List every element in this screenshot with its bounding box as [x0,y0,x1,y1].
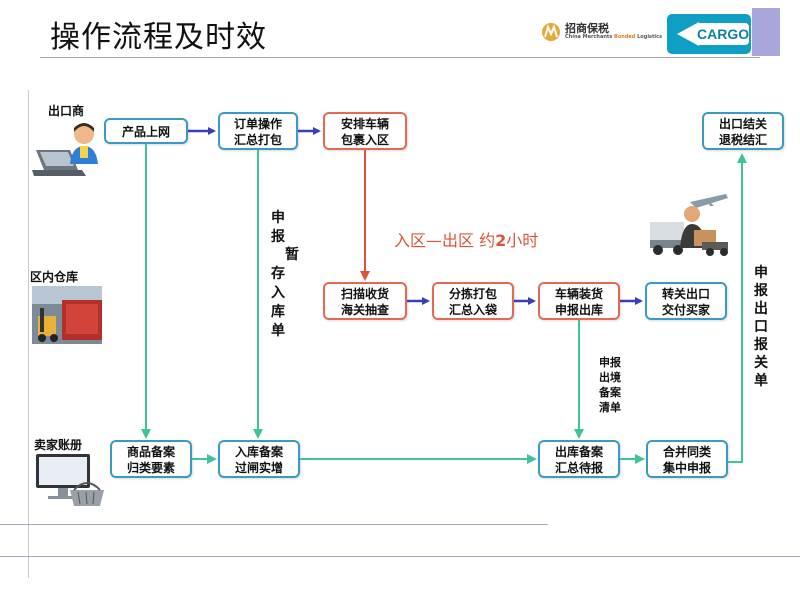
lane-label-exporter: 出口商 [48,104,85,118]
label-temp-storage-1: 申 报 [271,210,285,245]
corner-decoration [752,8,780,56]
label-export-declaration: 申 报 出 口 报 关 单 [754,265,768,389]
exporter-laptop-user-icon [32,120,102,180]
node-transfer-export: 转关出口交付买家 [645,282,727,320]
node-merge-declare: 合并同类集中申报 [646,440,728,478]
chevron-left-icon [677,22,699,46]
label-temp-storage-4: 入 库 单 [271,285,285,339]
node-export-clearance: 出口结关退税结汇 [702,112,784,150]
left-margin-rule [28,90,29,578]
arrow-merge-to-clearance [728,153,747,463]
label-temp-storage-3: 存 [271,266,285,282]
delivery-courier-icon [650,192,730,262]
label-zone-transit-time: 入区—出区 约2小时 [394,231,539,250]
node-sort-pack: 分拣打包汇总入袋 [432,282,514,320]
node-arrange-vehicle: 安排车辆包裹入区 [323,112,407,150]
lane-label-warehouse: 区内仓库 [30,270,79,284]
label-temp-storage-2: 暂 [285,247,299,263]
cargo-logo: CARGO [667,14,751,54]
lane-label-seller: 卖家账册 [34,438,83,452]
node-product-online: 产品上网 [104,118,188,144]
logo-english-name: China Merchants Bonded Logistics [565,34,663,40]
node-scan-receive: 扫描收货海关抽查 [323,282,407,320]
footer-divider [0,556,800,557]
china-merchants-logo-icon [542,23,560,41]
label-outbound-list: 申报 出境 备案 清单 [599,356,621,414]
bottom-divider [0,524,548,525]
node-order-operation: 订单操作汇总打包 [218,112,298,150]
china-merchants-logo: 招商保税 China Merchants Bonded Logistics [541,20,663,44]
warehouse-photo-icon [32,286,102,344]
node-outbound-record: 出库备案汇总待报 [538,440,620,478]
logo-chinese-name: 招商保税 [565,22,609,35]
page-title: 操作流程及时效 [50,20,267,55]
cargo-logo-text: CARGO [697,23,749,45]
seller-computer-basket-icon [34,452,106,508]
node-vehicle-loading: 车辆装货申报出库 [538,282,620,320]
node-product-record: 商品备案归类要素 [110,440,192,478]
node-inbound-record: 入库备案过闸实增 [218,440,300,478]
title-underline [40,57,760,58]
